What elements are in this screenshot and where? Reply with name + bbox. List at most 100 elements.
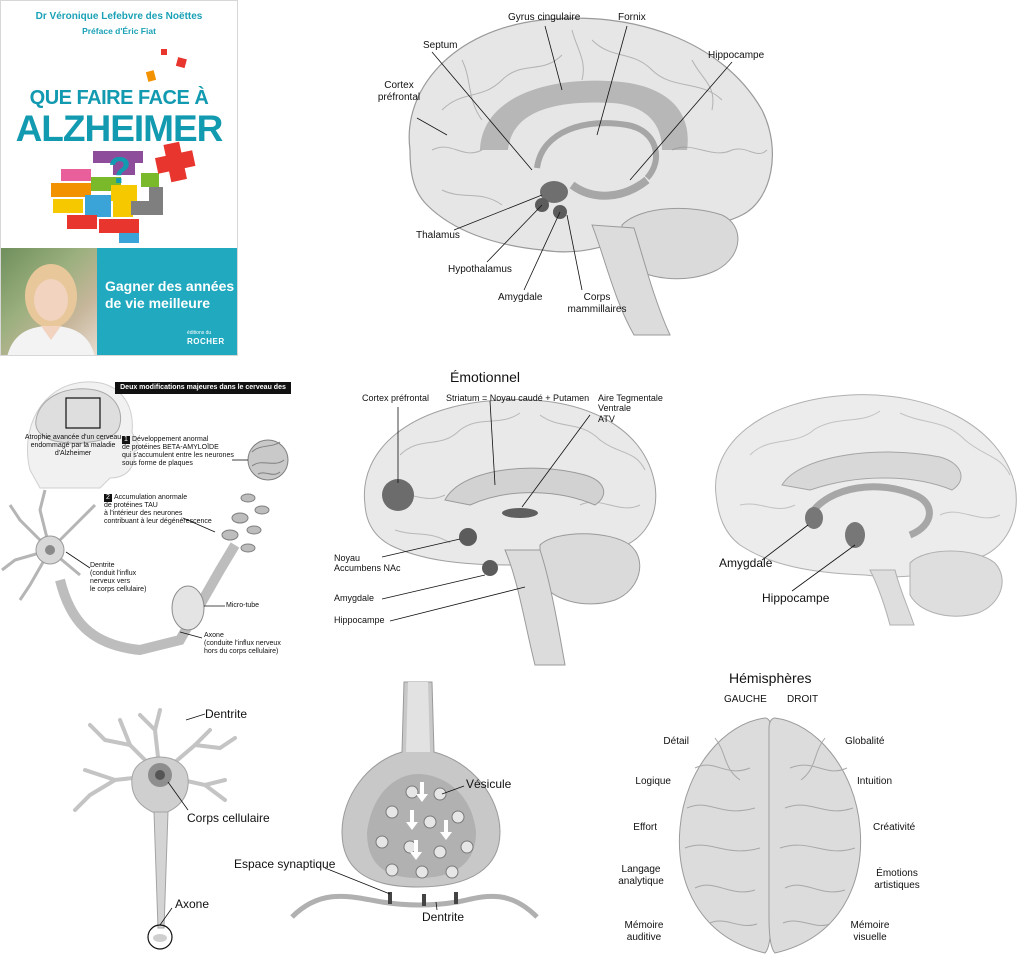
nac-shape [459,528,477,546]
label-gauche: GAUCHE [724,694,767,705]
cortex-line2: préfrontal [377,91,421,103]
label-cortex-prefrontal: Cortex préfrontal [374,80,424,103]
label-dentrite: Dentrite [205,707,248,721]
medial-brain-diagram: Amygdale Hippocampe [700,385,1020,626]
label-emotions-artistiques: Émotions artistiques [869,868,925,891]
label-atrophy: Atrophie avancée d'un cerveau endommagé … [8,434,138,458]
cerebellum-shape [909,550,1003,617]
red-small-block-icon [161,49,167,55]
postsynaptic-membrane [290,893,539,919]
zoom-box [65,397,101,429]
label-amygdale: Amygdale [334,593,375,603]
beta-line3: qui s'accumulent entre les neurones [122,452,234,460]
neuron-drawing [73,708,237,950]
leader-hypothalamus [486,204,543,263]
label-hippocampe: Hippocampe [762,591,830,605]
cerebellum-shape [621,208,739,280]
tau-fragments-icon [221,493,270,553]
cover-author: Dr Véronique Lefebvre des Noëttes [35,11,203,22]
emotional-brain-diagram: Émotionnel Cortex préfrontal Striatum = … [330,365,690,670]
leader-vesicule [441,785,465,795]
dendrite-line3: nerveux vers [90,578,131,586]
label-detail: Détail [663,736,689,747]
leader-corps [566,214,583,291]
noyau-line2: Accumbens NAc [334,563,401,574]
label-memoire-auditive: Mémoire auditive [619,920,669,943]
right-hemisphere-shape [768,717,862,954]
corpus-callosum-shape [444,467,605,506]
leader-corps [167,781,189,811]
red-block-icon [175,57,187,69]
label-hypothalamus: Hypothalamus [448,264,512,275]
limbic-brain-drawing [408,17,773,336]
label-effort: Effort [633,822,657,833]
author-photo [1,248,97,355]
leader-espace [324,867,391,895]
publisher-small: éditions du [187,330,212,336]
leader-axone [179,631,203,639]
leader-dentrite [435,901,438,911]
medial-brain-drawing [715,394,1017,626]
hippocampus-shape [569,176,650,200]
receptors-icon [388,892,458,906]
leader-striatum [489,400,496,486]
emotion-title: Émotionnel [450,369,521,385]
label-hippocampe: Hippocampe [334,615,385,625]
cerebrum-shape [408,17,773,253]
atv-line2: Ventrale [598,403,632,414]
leader-gyrus [544,25,563,91]
langage-line2: analytique [618,875,664,887]
noyau-line1: Noyau [334,553,361,563]
cortex-prefrontal-shape [382,479,414,511]
leader-hippocampe [791,544,856,592]
brainstem-shape [591,224,671,336]
emotions-line1: Émotions [876,868,918,879]
leader-hippocampe [629,61,733,181]
brainstem-shape [869,569,915,626]
axone-line2: (conduite l'influx nerveux [204,640,281,648]
tau-line4: contribuant à leur dégénérescence [104,518,212,526]
axon-shape [153,811,169,929]
beta-line2: de protéines BETA-AMYLOÏDE [122,444,219,452]
leader-tau [182,517,216,533]
corps-line2: mammillaires [567,303,627,315]
tau-line1: Accumulation anormale [114,494,188,501]
hemispheres-diagram: Hémisphères GAUCHE DROIT Détail Logique … [615,668,1020,960]
cover-decor [51,49,196,243]
hippocampus-shape [807,483,933,539]
label-droit: DROIT [787,694,819,705]
striatum-shape [502,508,538,518]
axone-line1: Axone [204,632,224,639]
label-logique: Logique [635,776,671,787]
leader-dendrite [65,551,91,569]
microtube-icon [171,585,205,631]
limbic-brain-diagram: Gyrus cingulaire Fornix Septum Hippocamp… [372,0,792,340]
leader-axone [159,907,173,926]
cover-bottom-band: Gagner des années de vie meilleure éditi… [1,248,237,355]
hemi-title: Hémisphères [729,670,812,686]
release-arrows-icon [406,782,452,860]
leader-amygdale [761,524,809,561]
atrophy-line2: endommagé par la maladie [30,442,116,450]
label-fornix: Fornix [618,12,646,23]
label-thalamus: Thalamus [416,230,460,241]
alzheimer-drawing [1,381,289,656]
alzheimer-infographic: Deux modifications majeures dans le cerv… [0,370,300,670]
label-striatum: Striatum = Noyau caudé + Putamen [446,393,590,403]
hippocampus-head-shape [845,522,865,548]
langage-line1: Langage [621,864,661,875]
thalamus-shape [540,181,568,203]
axon-shape [55,542,240,656]
atrophy-line3: d'Alzheimer [54,450,92,458]
beta-line4: sous forme de plaques [122,460,193,468]
alz-banner: Deux modifications majeures dans le cerv… [115,382,291,403]
leader-amygdale [381,574,486,600]
dendrite-line2: (conduit l'influx [90,570,137,578]
memoire-aud-line1: Mémoire [624,920,664,931]
tau-line3: à l'intérieur des neurones [104,510,183,518]
brainstem-shape [504,549,566,666]
amygdala-shape [805,507,823,529]
label-amygdale: Amygdale [719,556,773,570]
